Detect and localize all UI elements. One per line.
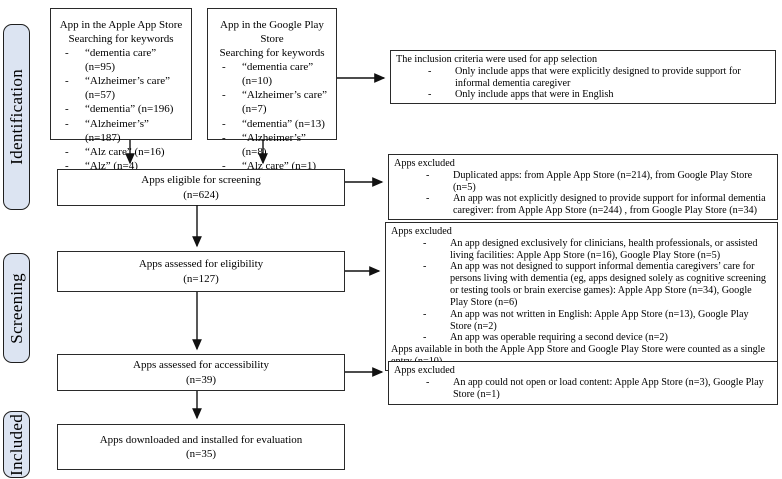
- downloaded-evaluation-count: (n=35): [185, 448, 217, 460]
- google-search-subtitle: Searching for keywords: [219, 47, 325, 60]
- bullet-dash: -: [222, 131, 226, 144]
- bullet-text: “Alz” (n=4): [85, 159, 138, 172]
- bullet-text: “Alzheimer’s” (n=8): [242, 131, 306, 158]
- assessed-accessibility-label: Apps assessed for accessibility: [133, 359, 269, 372]
- node-apple-search: App in the Apple App Store Searching for…: [50, 8, 192, 172]
- bullet-text: “dementia” (n=13): [242, 117, 325, 130]
- assessed-eligibility-label: Apps assessed for eligibility: [138, 258, 264, 271]
- node-inclusion-criteria: The inclusion criteria were used for app…: [390, 50, 776, 105]
- bullet-item: - Only include apps that were in English: [424, 89, 769, 101]
- bullet-item: - An app was not explicitly designed to p…: [422, 193, 771, 217]
- bullet-dash: -: [423, 332, 427, 344]
- bullet-dash: -: [65, 145, 69, 158]
- bullet-dash: -: [423, 237, 427, 249]
- bullet-dash: -: [428, 65, 432, 77]
- bullet-item: - “dementia care” (n=95): [63, 46, 187, 74]
- stage-identification: Identification: [3, 24, 30, 210]
- inclusion-criteria-list: - Only include apps that were explicitly …: [396, 66, 769, 101]
- bullet-text: “dementia care” (n=10): [242, 61, 314, 88]
- bullet-item: - “dementia” (n=13): [220, 117, 332, 131]
- assessed-accessibility-count: (n=39): [185, 373, 217, 386]
- bullet-dash: -: [65, 103, 69, 116]
- bullet-text: An app was not written in English: Apple…: [450, 308, 749, 332]
- bullet-item: - “dementia” (n=196): [63, 102, 187, 116]
- bullet-text: Only include apps that were explicitly d…: [455, 65, 741, 89]
- excluded-eligibility-title: Apps excluded: [391, 226, 452, 237]
- node-eligible-screening: Apps eligible for screening (n=624): [57, 169, 345, 206]
- downloaded-evaluation-label: Apps downloaded and installed for evalua…: [99, 433, 303, 446]
- google-search-title: App in the Google Play Store: [220, 19, 324, 46]
- stage-screening: Screening: [3, 253, 30, 363]
- excluded-accessibility-title: Apps excluded: [394, 365, 455, 376]
- bullet-text: Only include apps that were in English: [455, 89, 614, 101]
- bullet-dash: -: [423, 261, 427, 273]
- bullet-text: “dementia” (n=196): [85, 103, 174, 116]
- bullet-dash: -: [426, 376, 430, 388]
- bullet-text: “Alzheimer’s” (n=187): [85, 117, 149, 144]
- bullet-dash: -: [423, 308, 427, 320]
- bullet-item: - An app was not written in English: Appl…: [419, 309, 771, 333]
- node-excluded-accessibility: Apps excluded - An app could not open or …: [388, 361, 778, 405]
- bullet-text: An app was not designed to support infor…: [450, 261, 767, 308]
- bullet-dash: -: [65, 159, 69, 172]
- bullet-dash: -: [426, 169, 430, 181]
- bullet-dash: -: [65, 75, 69, 88]
- bullet-item: - “Alzheimer’s” (n=8): [220, 131, 332, 159]
- excluded-eligibility-list: - An app designed exclusively for clinici…: [391, 238, 771, 344]
- inclusion-criteria-title: The inclusion criteria were used for app…: [396, 54, 598, 65]
- node-assessed-eligibility: Apps assessed for eligibility (n=127): [57, 251, 345, 292]
- bullet-dash: -: [222, 89, 226, 102]
- bullet-text: “Alzheimer’s care” (n=7): [242, 89, 327, 116]
- bullet-item: - Only include apps that were explicitly …: [424, 66, 769, 90]
- bullet-item: - An app could not open or load content: …: [422, 377, 771, 401]
- node-excluded-eligibility: Apps excluded - An app designed exclusive…: [385, 222, 778, 371]
- bullet-dash: -: [426, 193, 430, 205]
- bullet-dash: -: [65, 47, 69, 60]
- bullet-dash: -: [428, 89, 432, 101]
- stage-identification-label: Identification: [6, 69, 26, 165]
- bullet-text: “dementia care” (n=95): [85, 47, 157, 74]
- bullet-text: Duplicated apps: from Apple App Store (n…: [453, 169, 753, 193]
- bullet-dash: -: [222, 159, 226, 172]
- bullet-item: - “Alz care” (n=16): [63, 145, 187, 159]
- excluded-accessibility-list: - An app could not open or load content: …: [394, 377, 771, 401]
- bullet-item: - “Alzheimer’s” (n=187): [63, 117, 187, 145]
- bullet-dash: -: [222, 117, 226, 130]
- bullet-text: An app designed exclusively for clinicia…: [450, 237, 758, 261]
- bullet-item: - An app was operable requiring a second …: [419, 332, 771, 344]
- bullet-item: - Duplicated apps: from Apple App Store (…: [422, 170, 771, 194]
- bullet-item: - “Alzheimer’s care” (n=57): [63, 74, 187, 102]
- eligible-screening-label: Apps eligible for screening: [141, 174, 261, 187]
- node-excluded-screening: Apps excluded - Duplicated apps: from App…: [388, 154, 778, 221]
- bullet-text: “Alzheimer’s care” (n=57): [85, 75, 170, 102]
- assessed-eligibility-count: (n=127): [183, 272, 219, 285]
- apple-search-title: App in the Apple App Store: [59, 19, 183, 31]
- bullet-text: An app was operable requiring a second d…: [450, 332, 668, 344]
- bullet-item: - An app was not designed to support info…: [419, 261, 771, 308]
- apple-search-keyword-list: - “dementia care” (n=95) - “Alzheimer’s car…: [55, 46, 187, 173]
- node-downloaded-evaluation: Apps downloaded and installed for evalua…: [57, 424, 345, 470]
- bullet-text: An app was not explicitly designed to pr…: [453, 193, 766, 217]
- stage-screening-label: Screening: [6, 272, 26, 344]
- excluded-screening-list: - Duplicated apps: from Apple App Store (…: [394, 170, 771, 217]
- bullet-item: - An app designed exclusively for clinici…: [419, 238, 771, 262]
- google-search-keyword-list: - “dementia care” (n=10) - “Alzheimer’s car…: [212, 60, 332, 187]
- bullet-text: “Alz care” (n=16): [85, 145, 165, 158]
- bullet-dash: -: [65, 117, 69, 130]
- bullet-item: - “Alzheimer’s care” (n=7): [220, 88, 332, 116]
- bullet-dash: -: [222, 61, 226, 74]
- excluded-screening-title: Apps excluded: [394, 158, 455, 169]
- stage-included-label: Included: [6, 413, 26, 476]
- node-google-search: App in the Google Play Store Searching f…: [207, 8, 337, 186]
- eligible-screening-count: (n=624): [183, 188, 219, 201]
- node-assessed-accessibility: Apps assessed for accessibility (n=39): [57, 354, 345, 391]
- bullet-text: An app could not open or load content: A…: [453, 376, 764, 400]
- apple-search-subtitle: Searching for keywords: [68, 33, 174, 46]
- bullet-item: - “dementia care” (n=10): [220, 60, 332, 88]
- stage-included: Included: [3, 411, 30, 478]
- bullet-item: - “Alz” (n=4): [63, 159, 187, 173]
